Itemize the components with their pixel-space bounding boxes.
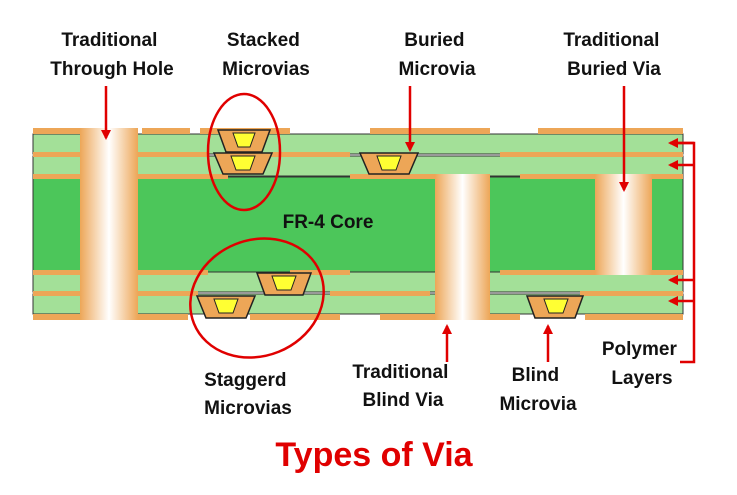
label-blind-microvia: Blind Microvia: [499, 365, 577, 415]
label-stacked-microvias: Stacked Microvias: [222, 30, 310, 80]
label-traditional-through-hole: Traditional Through Hole: [50, 30, 173, 80]
stacked-microvias-highlight: [206, 92, 282, 212]
label-polymer-layers: Polymer Layers: [602, 339, 682, 389]
blind-microvia: [525, 295, 585, 319]
core-label: FR-4 Core: [283, 212, 374, 233]
stacked-microvia-bottom: [212, 152, 274, 175]
pcb-stackup: [32, 128, 684, 320]
label-buried-microvia: Buried Microvia: [398, 30, 476, 80]
through-hole-via: [80, 128, 138, 320]
blind-via: [435, 174, 490, 320]
buried-microvia: [358, 152, 420, 175]
diagram-title: Types of Via: [275, 436, 473, 474]
staggered-microvias-highlight: [189, 237, 325, 359]
staggered-microvia-lower: [195, 295, 257, 319]
staggered-microvia-upper: [255, 272, 313, 296]
label-traditional-blind-via: Traditional Blind Via: [352, 362, 453, 411]
label-traditional-buried-via: Traditional Buried Via: [563, 30, 664, 80]
label-staggered-microvias: Staggerd Microvias: [204, 370, 292, 419]
arrows: [101, 86, 696, 364]
stacked-microvia-top: [216, 129, 272, 153]
